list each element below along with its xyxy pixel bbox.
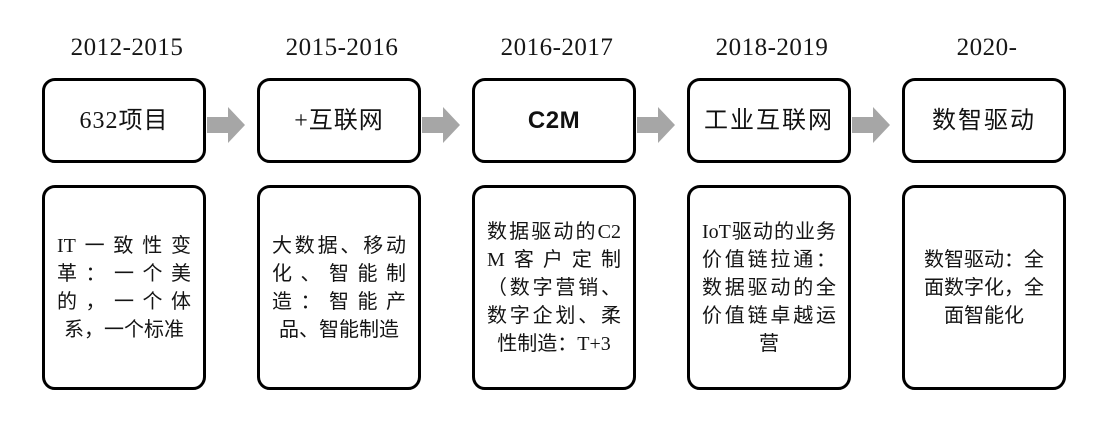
- arrow-right-icon-1: [207, 106, 245, 144]
- stage-description-3: 数据驱动的C2M客户定制（数字营销、数字企划、柔性制造：T+3: [487, 220, 621, 355]
- stage-column-5: 2020- 数智驱动 数智驱动：全面数字化，全面智能化: [902, 0, 1072, 432]
- stage-column-4: 2018-2019 工业互联网 IoT驱动的业务价值链拉通：数据驱动的全价值链卓…: [687, 0, 857, 432]
- stage-year-label-5: 2020-: [956, 34, 1018, 61]
- stage-title-box-1[interactable]: 632项目: [42, 78, 206, 163]
- stage-title-4: 工业互联网: [704, 107, 834, 134]
- stage-description-1: IT一致性变革：一个美的，一个体系，一个标准: [57, 234, 191, 341]
- stage-column-2: 2015-2016 +互联网 大数据、移动化、智能制造：智能产品、智能制造: [257, 0, 427, 432]
- stage-description-box-3[interactable]: 数据驱动的C2M客户定制（数字营销、数字企划、柔性制造：T+3: [472, 185, 636, 390]
- arrow-right-icon-4: [852, 106, 890, 144]
- stage-year-label-4: 2018-2019: [715, 34, 829, 61]
- stage-year-label-3: 2016-2017: [500, 34, 614, 61]
- stage-description-box-1[interactable]: IT一致性变革：一个美的，一个体系，一个标准: [42, 185, 206, 390]
- stage-title-1: 632项目: [79, 107, 169, 134]
- stage-title-box-2[interactable]: +互联网: [257, 78, 421, 163]
- arrow-right-icon-3: [637, 106, 675, 144]
- stage-title-box-4[interactable]: 工业互联网: [687, 78, 851, 163]
- stage-description-2: 大数据、移动化、智能制造：智能产品、智能制造: [272, 234, 406, 341]
- stage-title-3: C2M: [527, 106, 581, 134]
- stage-description-box-4[interactable]: IoT驱动的业务价值链拉通：数据驱动的全价值链卓越运营: [687, 185, 851, 390]
- stage-description-4: IoT驱动的业务价值链拉通：数据驱动的全价值链卓越运营: [702, 220, 836, 355]
- stage-title-box-5[interactable]: 数智驱动: [902, 78, 1066, 163]
- stage-column-3: 2016-2017 C2M 数据驱动的C2M客户定制（数字营销、数字企划、柔性制…: [472, 0, 642, 432]
- stage-title-box-3[interactable]: C2M: [472, 78, 636, 163]
- stage-title-2: +互联网: [294, 107, 384, 134]
- arrow-right-icon-2: [422, 106, 460, 144]
- stage-description-box-5[interactable]: 数智驱动：全面数字化，全面智能化: [902, 185, 1066, 390]
- stage-description-box-2[interactable]: 大数据、移动化、智能制造：智能产品、智能制造: [257, 185, 421, 390]
- stage-year-label-2: 2015-2016: [285, 34, 399, 61]
- stage-column-1: 2012-2015 632项目 IT一致性变革：一个美的，一个体系，一个标准: [42, 0, 212, 432]
- stage-title-5: 数智驱动: [932, 107, 1036, 134]
- stage-description-5: 数智驱动：全面数字化，全面智能化: [924, 248, 1044, 327]
- stage-year-label-1: 2012-2015: [70, 34, 184, 61]
